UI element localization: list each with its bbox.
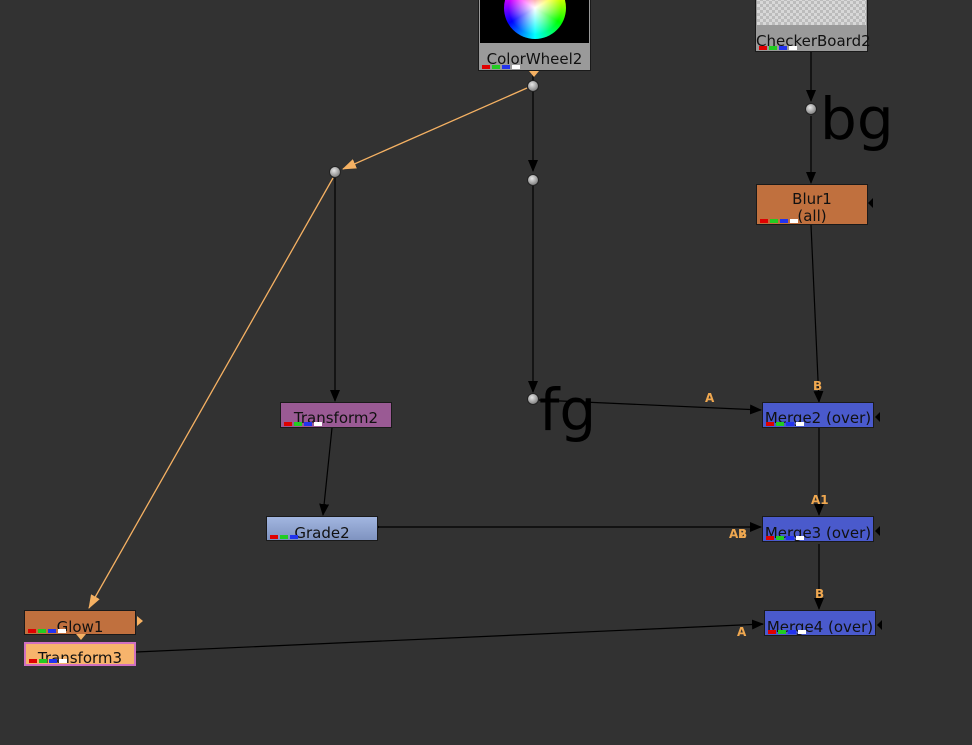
glow-output-arrow-icon (76, 634, 86, 640)
glow-mask-input-icon (137, 616, 143, 626)
merge2-mask-input-icon (875, 412, 880, 422)
channel-indicator (29, 659, 73, 663)
dot-bg[interactable] (805, 103, 817, 115)
merge2-node[interactable]: Merge2 (over) (762, 402, 874, 428)
edge-fg-to-merge2 (538, 399, 762, 415)
merge3-input-a1-label: A1 (811, 493, 829, 507)
merge4-input-a-label: A (737, 625, 747, 639)
dot-colorwheel[interactable] (527, 80, 539, 92)
sticky-note-bg: bg (820, 85, 894, 153)
checkerboard-label: CheckerBoard2 (756, 32, 871, 50)
colorwheel-node[interactable]: ColorWheel2 (478, 0, 591, 71)
merge3-mask-input-icon (875, 526, 880, 536)
transform2-node[interactable]: Transform2 (280, 402, 392, 428)
edge-transform2-to-grade (319, 427, 333, 516)
channel-indicator (760, 219, 804, 223)
blur-label: Blur1 (792, 190, 832, 208)
blur-node[interactable]: Blur1 (all) (756, 184, 868, 225)
merge4-mask-input-icon (877, 620, 882, 630)
channel-indicator (766, 422, 810, 426)
colorwheel-thumbnail (480, 0, 589, 43)
merge2-input-b-label: B (813, 379, 823, 393)
channel-indicator (759, 46, 803, 50)
checkerboard-thumbnail (757, 0, 866, 25)
transform3-label: Transform3 (37, 649, 123, 667)
merge3-input-b-label: B (738, 527, 748, 541)
merge3-node[interactable]: Merge3 (over) (762, 516, 874, 542)
dot-orange-branch[interactable] (329, 166, 341, 178)
edge-blur-to-merge2 (810, 224, 824, 403)
checkerboard-node[interactable]: CheckerBoard2 (755, 0, 871, 52)
merge2-input-a-label: A (705, 391, 715, 405)
colorwheel-output-arrow-icon (529, 71, 539, 77)
merge4-input-b-label: B (815, 587, 825, 601)
channel-indicator (768, 630, 812, 634)
edge-orange-dot-to-glow (88, 177, 334, 609)
sticky-note-fg: fg (539, 376, 597, 444)
grade-label: Grade2 (294, 524, 350, 542)
merge3-input-a2-label: A2 (729, 527, 747, 541)
blur-sublabel: (all) (797, 207, 827, 225)
merge4-node[interactable]: Merge4 (over) (764, 610, 876, 636)
dot-fg[interactable] (527, 393, 539, 405)
dot-fg-chain[interactable] (527, 174, 539, 186)
colorwheel-label: ColorWheel2 (486, 50, 583, 68)
color-wheel-icon (504, 0, 566, 39)
glow-node[interactable]: Glow1 (24, 610, 136, 636)
edge-orange-colorwheel-to-dot (342, 87, 528, 170)
transform3-node[interactable]: Transform3 (24, 642, 136, 667)
glow-label: Glow1 (56, 618, 104, 636)
edge-transform3-to-merge4 (135, 619, 764, 653)
channel-indicator (766, 536, 810, 540)
channel-indicator (284, 422, 328, 426)
channel-indicator (270, 535, 314, 539)
channel-indicator (28, 629, 72, 633)
grade-node[interactable]: Grade2 (266, 516, 378, 542)
blur-mask-input-icon (868, 198, 873, 208)
channel-indicator (482, 65, 526, 69)
